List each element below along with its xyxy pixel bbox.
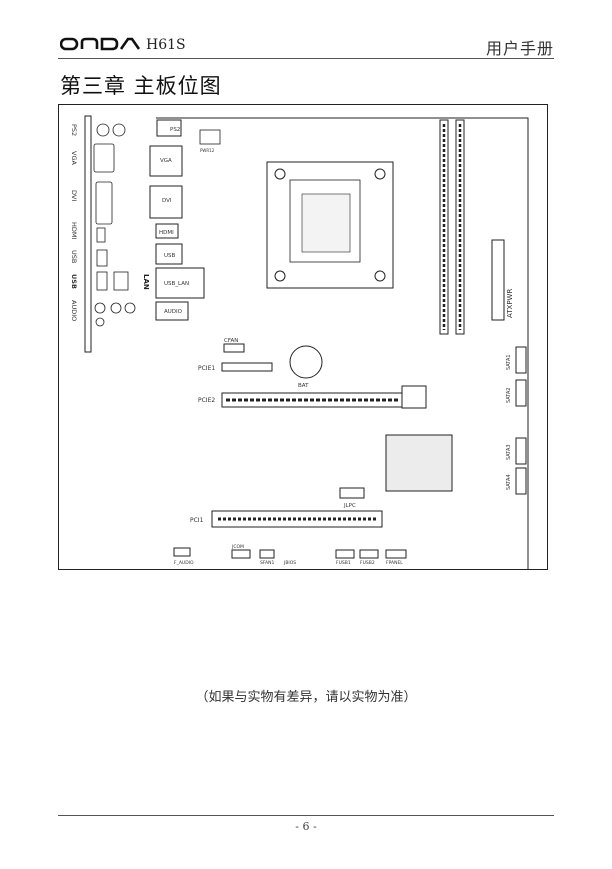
- page-number: - 6 -: [295, 820, 317, 833]
- io-panel-labels: PS2 VGA DVI HDMI USB USB AUDIO: [70, 124, 78, 321]
- io-label-dvi: DVI: [70, 190, 78, 201]
- io-label-vga: VGA: [70, 151, 78, 165]
- io-label-ps2: PS2: [70, 124, 78, 136]
- pcie2-label: PCIE2: [198, 397, 215, 404]
- jbios-label: JBIOS: [283, 560, 296, 566]
- sata2-label: SATA2: [506, 387, 512, 403]
- motherboard-layout-diagram: PS2 VGA DVI HDMI USB USB AUDIO LAN PS2 V…: [58, 104, 548, 574]
- jcom-label: JCOM: [231, 544, 244, 550]
- usb-label: USB: [164, 253, 176, 259]
- atx-power-connector: ATXPWR: [491, 239, 514, 321]
- io-label-audio: AUDIO: [70, 300, 78, 321]
- dimm-slot-pins: [442, 124, 462, 330]
- pwr12-connector: PWR12: [199, 129, 221, 153]
- jlpc-header: JLPC: [339, 487, 365, 509]
- sata-connectors: SATA1 SATA2 SATA3 SATA4: [506, 346, 527, 495]
- cpu-socket: [266, 161, 394, 289]
- pci1-label: PCI1: [190, 517, 204, 524]
- jlpc-label: JLPC: [343, 503, 356, 509]
- io-label-hdmi: HDMI: [70, 222, 78, 240]
- ps2-label: PS2: [170, 127, 180, 133]
- pci1-slot: PCI1: [190, 510, 383, 528]
- motherboard-svg: PS2 VGA DVI HDMI USB USB AUDIO LAN PS2 V…: [58, 104, 548, 570]
- bat-label: BAT: [298, 383, 309, 389]
- io-panel-bar: [84, 115, 92, 353]
- dvi-label: DVI: [162, 198, 172, 204]
- rear-connectors: PS2 VGA DVI HDMI USB USB_LAN AUDIO: [149, 119, 205, 321]
- io-label-usb-2: USB: [70, 274, 78, 289]
- fusb1-label: FUSB1: [336, 560, 351, 566]
- pcie2-slot: PCIE2: [198, 385, 427, 409]
- diagram-caption: （如果与实物有差异，请以实物为准）: [195, 690, 417, 705]
- manual-title: 用户手册: [485, 39, 554, 58]
- chipset: [385, 434, 453, 492]
- pwr12-label: PWR12: [200, 148, 215, 153]
- chapter-title: 第三章 主板位图: [60, 74, 222, 98]
- pcie1-slot: PCIE1: [198, 362, 273, 372]
- cfan-header: CFAN: [223, 338, 245, 353]
- pcie1-label: PCIE1: [198, 365, 215, 372]
- sata3-label: SATA3: [506, 444, 512, 460]
- header-divider: [58, 58, 554, 59]
- sfan1-label: SFAN1: [260, 560, 274, 566]
- board-edge: [156, 117, 529, 570]
- f-audio-label: F_AUDIO: [174, 560, 194, 566]
- atxpwr-label: ATXPWR: [506, 289, 514, 318]
- fpanel-label: FPANEL: [386, 560, 403, 566]
- sata1-label: SATA1: [506, 354, 512, 370]
- sata4-label: SATA4: [506, 474, 512, 490]
- io-connector-symbols: [93, 123, 136, 327]
- io-label-usb-1: USB: [70, 250, 78, 263]
- onda-logo: [59, 36, 141, 56]
- footer-divider: [58, 815, 554, 816]
- battery: BAT: [289, 345, 323, 389]
- fusb2-label: FUSB2: [360, 560, 375, 566]
- usb-lan-label: USB_LAN: [164, 281, 189, 287]
- lan-label: LAN: [142, 274, 150, 290]
- cfan-label: CFAN: [224, 338, 238, 344]
- model-name: H61S: [146, 37, 186, 53]
- onda-logo-mark: [59, 37, 141, 51]
- vga-label: VGA: [160, 158, 172, 164]
- bottom-headers: F_AUDIO JCOM SFAN1 JBIOS FUSB1 FUSB2 FPA…: [173, 544, 407, 566]
- audio-label: AUDIO: [164, 309, 183, 315]
- hdmi-label: HDMI: [159, 230, 174, 236]
